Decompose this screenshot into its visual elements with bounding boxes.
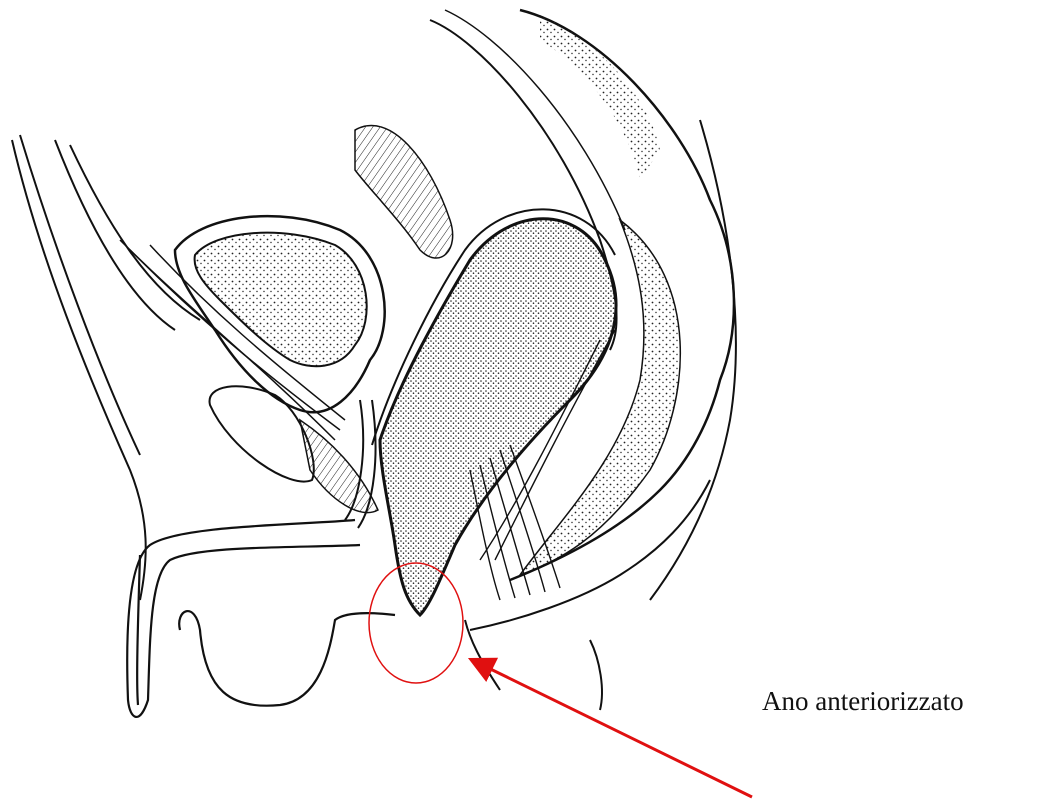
rectum [372, 209, 616, 615]
body-contour [12, 135, 200, 600]
pubic-symphysis [210, 386, 314, 481]
callout-label: Ano anteriorizzato [762, 688, 964, 715]
external-genitalia [127, 520, 395, 717]
callout-arrow [472, 660, 752, 797]
